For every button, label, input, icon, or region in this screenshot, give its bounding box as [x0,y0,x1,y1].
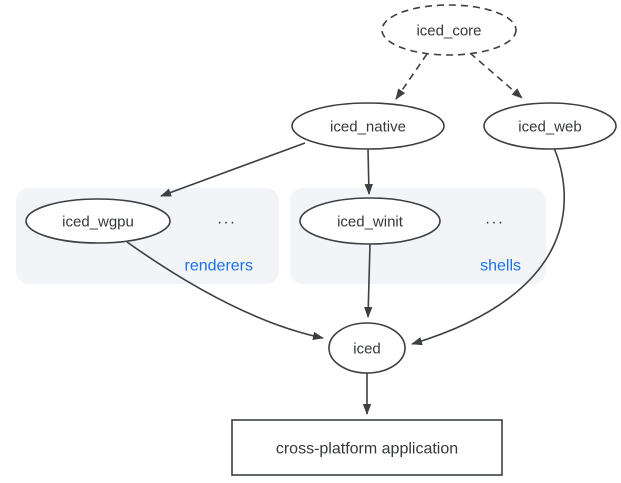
node-application [231,419,503,476]
node-iced-core [381,4,517,56]
node-iced-winit [299,197,441,245]
node-iced-web [483,102,617,150]
label-iced-wgpu: iced_wgpu [62,214,134,231]
node-iced-native [291,102,445,150]
label-application: cross-platform application [276,441,458,458]
edge-web-to-iced [411,147,565,346]
label-iced-web: iced_web [518,119,581,136]
edge-wgpu-to-iced [126,241,324,341]
ellipsis-renderers: ... [217,211,236,228]
edge-core-to-web [469,52,523,99]
label-iced-winit: iced_winit [337,214,404,231]
ellipsis-shells: ... [485,211,504,228]
node-iced [328,322,406,374]
label-iced-native: iced_native [330,119,406,136]
edge-native-to-winit [364,148,373,195]
edge-native-to-wgpu [160,142,306,197]
label-iced: iced [353,341,381,358]
node-iced-wgpu [25,198,171,244]
label-group-renderers: renderers [185,258,253,275]
edge-winit-to-iced [364,243,373,318]
edge-core-to-native [395,53,428,100]
label-iced-core: iced_core [416,23,481,40]
label-group-shells: shells [480,258,521,275]
